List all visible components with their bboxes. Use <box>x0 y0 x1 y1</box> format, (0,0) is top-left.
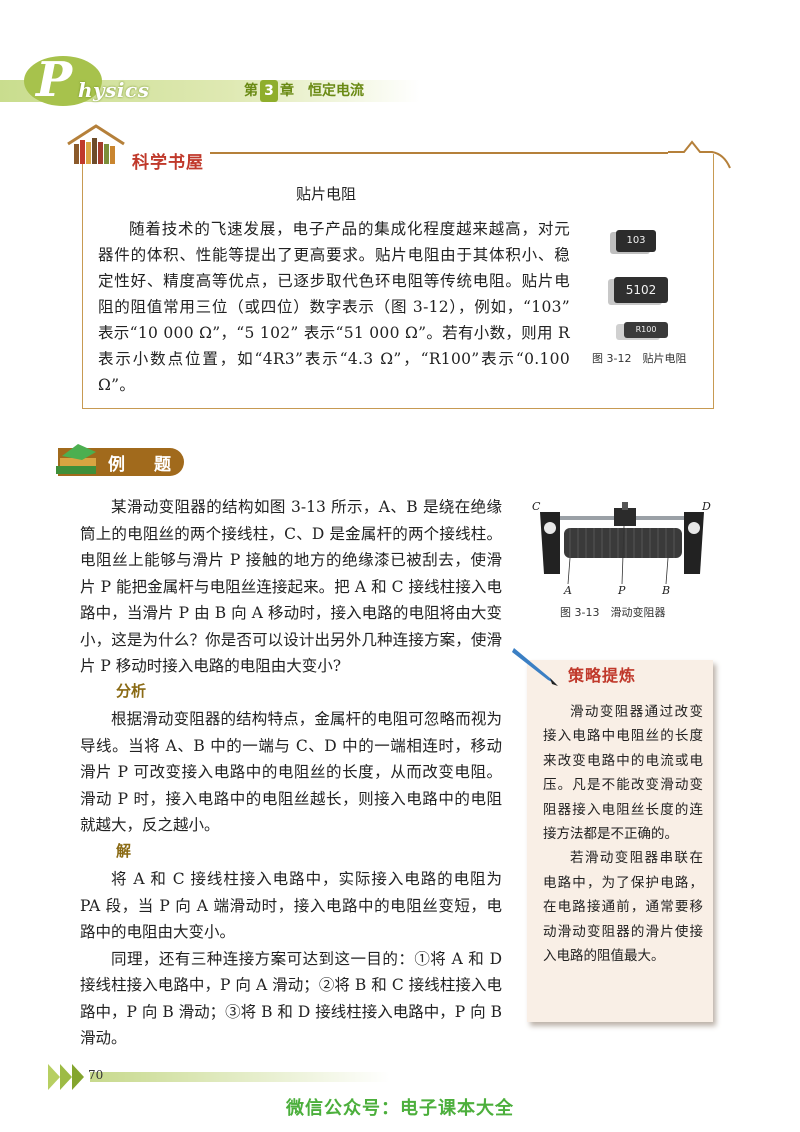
figure-3-13-caption: 图 3-13 滑动变阻器 <box>560 606 666 619</box>
header-brand-rest: hysics <box>78 78 150 102</box>
chip-resistor-103: 103 <box>616 230 656 252</box>
rheostat-photo: C D A P B <box>532 500 711 594</box>
bookshelf-house-icon <box>67 124 125 164</box>
solution-paragraph-1: 将 A 和 C 接线柱接入电路中，实际接入电路的电阻为 PA 段，当 P 向 A… <box>80 870 502 941</box>
strategy-body: 滑动变阻器通过改变接入电路中电阻丝的长度来改变电路中的电流或电压。凡是不能改变滑… <box>543 700 703 968</box>
strategy-label: 策略提炼 <box>568 666 637 685</box>
figure-3-12-caption: 图 3-12 贴片电阻 <box>592 352 687 365</box>
science-box <box>82 154 714 409</box>
science-box-label: 科学书屋 <box>132 153 204 173</box>
strategy-paragraph-2: 若滑动变阻器串联在电路中，为了保护电路，在电路接通前，通常要移动滑动变阻器的滑片… <box>543 850 703 965</box>
article-body: 随着技术的飞速发展，电子产品的集成化程度越来越高，对元器件的体积、性能等提出了更… <box>98 216 570 398</box>
example-question: 某滑动变阻器的结构如图 3-13 所示，A、B 是绕在绝缘筒上的电阻丝的两个接线… <box>80 494 502 680</box>
question-paragraph: 某滑动变阻器的结构如图 3-13 所示，A、B 是绕在绝缘筒上的电阻丝的两个接线… <box>80 498 502 675</box>
terminal-label-c: C <box>532 500 541 513</box>
footer-arrows-icon <box>48 1064 84 1090</box>
terminal-label-a: A <box>563 584 572 594</box>
solution-body: 将 A 和 C 接线柱接入电路中，实际接入电路的电阻为 PA 段，当 P 向 A… <box>80 866 502 1052</box>
terminal-label-b: B <box>661 584 670 594</box>
header-logo-oval <box>24 56 102 106</box>
pen-icon <box>512 648 558 686</box>
footer-bar <box>90 1072 390 1082</box>
chapter-suffix: 章 <box>280 83 294 99</box>
terminal-label-p: P <box>617 584 626 594</box>
article-paragraph: 随着技术的飞速发展，电子产品的集成化程度越来越高，对元器件的体积、性能等提出了更… <box>98 220 570 394</box>
box-corner-ornament-icon <box>668 140 731 169</box>
solution-heading: 解 <box>116 842 132 860</box>
chip-resistor-r100: R100 <box>624 322 668 338</box>
page-number: 70 <box>88 1068 104 1082</box>
science-box-top-border <box>210 152 668 154</box>
analysis-paragraph: 根据滑动变阻器的结构特点，金属杆的电阻可忽略而视为导线。当将 A、B 中的一端与… <box>80 710 502 834</box>
solution-paragraph-2: 同理，还有三种连接方案可达到这一目的：①将 A 和 D 接线柱接入电路中，P 向… <box>80 949 502 1048</box>
watermark-text: 微信公众号：电子课本大全 <box>286 1098 514 1119</box>
chip-resistor-5102: 5102 <box>614 277 668 303</box>
chapter-number: 3 <box>260 80 278 102</box>
header-bar <box>0 80 420 102</box>
article-title: 贴片电阻 <box>296 185 357 203</box>
terminal-label-d: D <box>701 500 711 513</box>
example-label: 例 题 <box>108 455 177 475</box>
chapter-title: 恒定电流 <box>308 83 364 99</box>
strategy-sidebar <box>527 660 713 1022</box>
book-stack-icon <box>56 444 96 474</box>
analysis-body: 根据滑动变阻器的结构特点，金属杆的电阻可忽略而视为导线。当将 A、B 中的一端与… <box>80 706 502 839</box>
analysis-heading: 分析 <box>116 682 147 700</box>
header-brand-initial: P <box>36 52 73 108</box>
chapter-prefix: 第 <box>244 83 258 99</box>
strategy-paragraph-1: 滑动变阻器通过改变接入电路中电阻丝的长度来改变电路中的电流或电压。凡是不能改变滑… <box>543 704 703 843</box>
